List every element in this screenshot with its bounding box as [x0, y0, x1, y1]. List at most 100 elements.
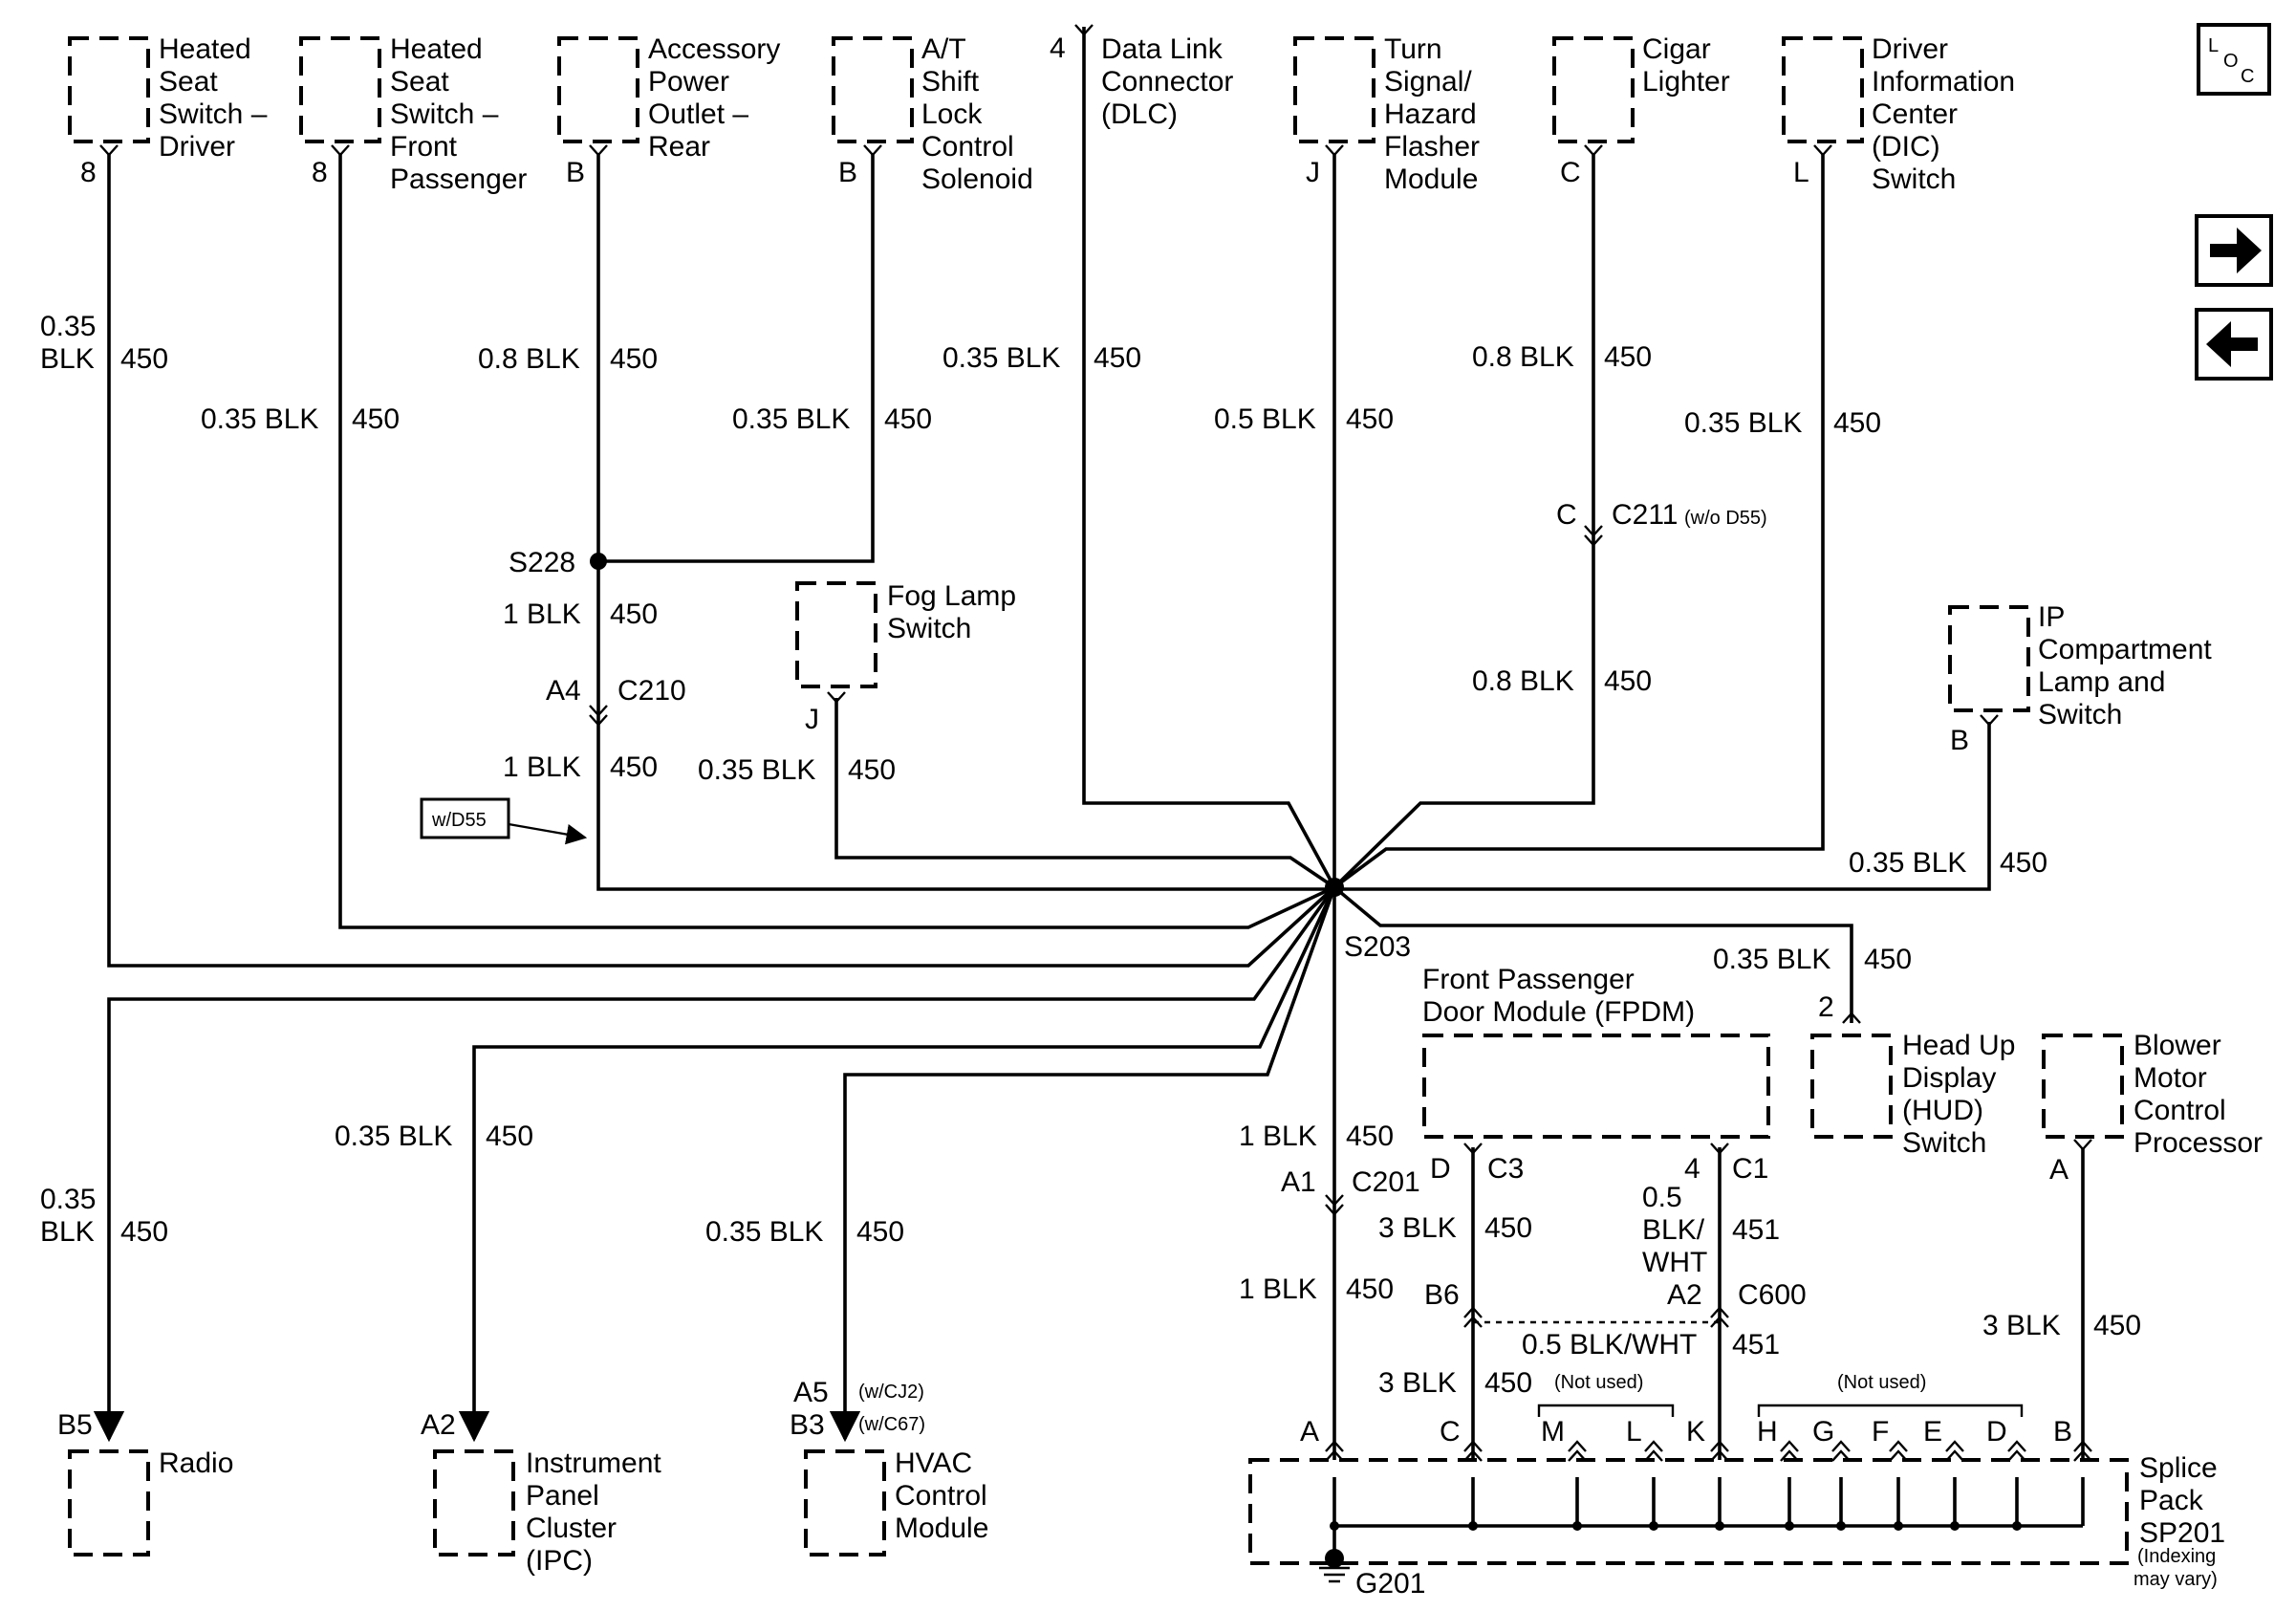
svg-text:A4: A4 [546, 675, 581, 707]
svg-text:0.35: 0.35 [40, 311, 96, 342]
svg-text:450: 450 [1833, 407, 1881, 439]
arrow-left-icon[interactable] [2195, 308, 2273, 381]
svg-text:450: 450 [1346, 1274, 1394, 1305]
wires [93, 27, 2085, 1583]
svg-text:3 BLK: 3 BLK [1982, 1310, 2061, 1341]
svg-text:450: 450 [120, 343, 168, 375]
svg-text:1 BLK: 1 BLK [503, 751, 581, 783]
svg-text:8: 8 [312, 157, 328, 188]
svg-text:0.35 BLK: 0.35 BLK [698, 754, 815, 786]
svg-text:K: K [1686, 1416, 1705, 1448]
svg-text:(Not used): (Not used) [1837, 1372, 1926, 1393]
svg-text:1 BLK: 1 BLK [503, 599, 581, 630]
svg-text:0.35 BLK: 0.35 BLK [1713, 944, 1830, 975]
hvac-box [804, 1449, 886, 1557]
svg-text:450: 450 [486, 1121, 533, 1152]
svg-text:3 BLK: 3 BLK [1378, 1212, 1457, 1244]
svg-text:w/D55: w/D55 [431, 810, 487, 831]
splice-pack-label: Splice Pack SP201 [2139, 1452, 2225, 1549]
svg-text:0.35 BLK: 0.35 BLK [1849, 847, 1966, 879]
c211-label: C211 [1612, 499, 1679, 531]
svg-text:450: 450 [1484, 1367, 1532, 1399]
dic-switch-box [1782, 36, 1864, 143]
svg-text:450: 450 [2093, 1310, 2141, 1341]
wd55-note: w/D55 [420, 797, 510, 839]
svg-text:2: 2 [1818, 991, 1834, 1023]
svg-text:B6: B6 [1424, 1279, 1460, 1311]
fog-lamp-label: Fog Lamp Switch [887, 580, 1024, 644]
svg-text:C: C [2241, 66, 2254, 87]
svg-text:0.35 BLK: 0.35 BLK [1684, 407, 1802, 439]
s228-label: S228 [509, 547, 575, 578]
svg-text:0.35: 0.35 [40, 1184, 96, 1215]
svg-text:0.8 BLK: 0.8 BLK [1472, 341, 1574, 373]
svg-text:450: 450 [1094, 342, 1141, 374]
ip-compartment-box [1948, 605, 2030, 712]
svg-text:1 BLK: 1 BLK [1239, 1274, 1317, 1305]
hud-label: Head Up Display (HUD) Switch [1902, 1030, 2024, 1159]
svg-text:A2: A2 [1667, 1279, 1702, 1311]
arrow-right-icon[interactable] [2195, 214, 2273, 287]
svg-text:B: B [1950, 725, 1969, 756]
blower-label: Blower Motor Control Processor [2134, 1030, 2263, 1159]
splice-pack-box [1248, 1458, 2129, 1565]
svg-text:0.35 BLK: 0.35 BLK [705, 1216, 823, 1248]
fpdm-label: Front Passenger Door Module (FPDM) [1422, 964, 1695, 1028]
svg-text:450: 450 [1864, 944, 1912, 975]
svg-text:A1: A1 [1281, 1166, 1316, 1198]
ipc-label: Instrument Panel Cluster (IPC) [526, 1448, 669, 1577]
svg-text:O: O [2223, 51, 2239, 72]
svg-text:0.35 BLK: 0.35 BLK [732, 403, 850, 435]
c210-label: C210 [617, 675, 686, 707]
svg-text:A: A [2049, 1154, 2069, 1186]
svg-text:B3: B3 [790, 1409, 825, 1441]
turn-signal-label: Turn Signal/ Hazard Flasher Module [1384, 33, 1487, 195]
c201-label: C201 [1352, 1166, 1420, 1198]
shift-lock-label: A/T Shift Lock Control Solenoid [921, 33, 1033, 195]
hud-box [1810, 1034, 1893, 1139]
heated-seat-passenger-label: Heated Seat Switch – Front Passenger [390, 33, 527, 195]
wire-labels: 0.35 BLK 450 0.35 BLK 450 0.8 BLK 450 0.… [40, 311, 2141, 1399]
svg-text:M: M [1541, 1416, 1565, 1448]
svg-text:BLK/: BLK/ [1642, 1214, 1705, 1246]
dlc-label: Data Link Connector (DLC) [1101, 33, 1242, 130]
svg-text:1 BLK: 1 BLK [1239, 1121, 1317, 1152]
fpdm-box [1422, 1034, 1770, 1139]
c3-label: C3 [1487, 1153, 1524, 1185]
svg-text:0.35 BLK: 0.35 BLK [201, 403, 318, 435]
svg-text:B5: B5 [57, 1409, 93, 1441]
svg-text:450: 450 [1346, 1121, 1394, 1152]
svg-text:A5: A5 [793, 1377, 829, 1408]
svg-text:451: 451 [1732, 1214, 1780, 1246]
c600-label: C600 [1738, 1279, 1807, 1311]
accessory-outlet-box [557, 36, 639, 143]
svg-text:B: B [566, 157, 585, 188]
svg-text:J: J [805, 704, 819, 735]
svg-text:450: 450 [352, 403, 400, 435]
svg-text:450: 450 [1604, 341, 1652, 373]
connector-symbols [99, 24, 2092, 1568]
svg-text:450: 450 [610, 751, 658, 783]
svg-text:3 BLK: 3 BLK [1378, 1367, 1457, 1399]
loc-icon[interactable]: L O C [2197, 23, 2271, 96]
svg-text:450: 450 [1484, 1212, 1532, 1244]
svg-text:(Not used): (Not used) [1554, 1372, 1643, 1393]
s203-splice-dot [1325, 878, 1344, 897]
heated-seat-passenger-box [299, 36, 381, 143]
accessory-outlet-label: Accessory Power Outlet – Rear [648, 33, 789, 163]
heated-seat-driver-label: Heated Seat Switch – Driver [159, 33, 275, 163]
svg-text:C: C [1560, 157, 1581, 188]
svg-text:450: 450 [2000, 847, 2047, 879]
cigar-lighter-box [1552, 36, 1635, 143]
svg-text:D: D [1430, 1153, 1451, 1185]
svg-text:G: G [1812, 1416, 1834, 1448]
fog-lamp-box [795, 581, 877, 688]
s203-label: S203 [1344, 931, 1411, 963]
svg-text:450: 450 [1604, 665, 1652, 697]
svg-text:L: L [2208, 35, 2219, 56]
hvac-label: HVAC Control Module [895, 1448, 995, 1544]
svg-text:450: 450 [1346, 403, 1394, 435]
turn-signal-box [1293, 36, 1375, 143]
svg-text:4: 4 [1050, 33, 1066, 64]
